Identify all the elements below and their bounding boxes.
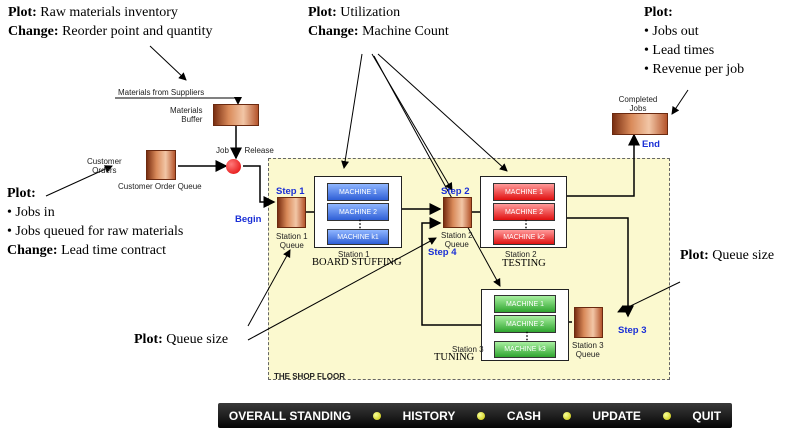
nav-overall-standing[interactable]: OVERALL STANDING xyxy=(228,408,352,423)
nav-separator-dot-icon xyxy=(372,411,381,420)
station3-machine: MACHINE 1 xyxy=(494,295,556,313)
station2-label: Station 2 xyxy=(505,250,537,259)
nav-quit[interactable]: QUIT xyxy=(692,408,722,423)
station3-box: MACHINE 1 MACHINE 2 ⋮ MACHINE k3 xyxy=(481,289,569,361)
station1-name: BOARD STUFFING xyxy=(312,257,402,268)
nav-cash[interactable]: CASH xyxy=(506,408,541,423)
station3-name: TUNING xyxy=(434,352,475,363)
step1-label: Step 1 xyxy=(276,186,305,197)
station2-queue-label: Station 2 Queue xyxy=(441,231,473,249)
job-release-dot xyxy=(226,159,241,174)
materials-buffer-label: Materials Buffer xyxy=(170,106,203,124)
nav-separator-dot-icon xyxy=(477,411,486,420)
note-jobs-in: Plot: • Jobs in • Jobs queued for raw ma… xyxy=(7,186,184,258)
station3-machine: MACHINE 2 xyxy=(494,315,556,333)
station2-name: TESTING xyxy=(502,258,546,269)
completed-jobs-label: Completed Jobs xyxy=(618,95,658,113)
step4-label: Step 4 xyxy=(428,247,457,258)
station1-machine: MACHINE k1 xyxy=(327,229,389,245)
station3-queue xyxy=(574,307,603,338)
note-raw-materials: Plot: Raw materials inventory Change: Re… xyxy=(8,5,213,39)
station2-machine: MACHINE k2 xyxy=(493,229,555,245)
end-label: End xyxy=(642,139,660,150)
begin-label: Begin xyxy=(235,214,262,225)
shop-floor-label: THE SHOP FLOOR xyxy=(274,372,345,381)
station2-queue xyxy=(443,197,472,228)
nav-separator-dot-icon xyxy=(662,411,671,420)
station1-machine: MACHINE 2 xyxy=(327,203,389,221)
station1-queue xyxy=(277,197,306,228)
station3-dots: ⋮ xyxy=(522,331,532,342)
station2-dots: ⋮ xyxy=(521,219,531,230)
station1-machine: MACHINE 1 xyxy=(327,183,389,201)
nav-history[interactable]: HISTORY xyxy=(402,408,456,423)
station1-dots: ⋮ xyxy=(355,219,365,230)
note-queue-size-right: Plot: Queue size xyxy=(680,248,775,263)
step3-label: Step 3 xyxy=(618,325,647,336)
customer-order-queue-label: Customer Order Queue xyxy=(118,182,202,191)
station1-queue-label: Station 1 Queue xyxy=(276,232,308,250)
station1-box: MACHINE 1 MACHINE 2 ⋮ MACHINE k1 xyxy=(314,176,402,248)
note-utilization: Plot: Utilization Change: Machine Count xyxy=(308,5,449,39)
materials-from-suppliers-label: Materials from Suppliers xyxy=(118,88,205,97)
customer-order-queue xyxy=(146,150,176,180)
station2-machine: MACHINE 1 xyxy=(493,183,555,201)
step2-label: Step 2 xyxy=(441,186,470,197)
nav-separator-dot-icon xyxy=(562,411,571,420)
bottom-nav-bar: OVERALL STANDING HISTORY CASH UPDATE QUI… xyxy=(218,403,732,428)
customer-orders-label: Customer Orders xyxy=(87,157,122,175)
station2-box: MACHINE 1 MACHINE 2 ⋮ MACHINE k2 xyxy=(480,176,567,248)
station3-label: Station 3 xyxy=(452,345,484,354)
materials-buffer xyxy=(213,104,259,126)
station2-machine: MACHINE 2 xyxy=(493,203,555,221)
note-jobs-out: Plot: • Jobs out • Lead times • Revenue … xyxy=(644,5,745,77)
note-queue-size-left: Plot: Queue size xyxy=(134,332,229,347)
job-release-label: Job Release xyxy=(216,146,274,155)
completed-jobs-buffer xyxy=(612,113,668,135)
station3-queue-label: Station 3 Queue xyxy=(572,341,604,359)
nav-update[interactable]: UPDATE xyxy=(592,408,641,423)
station3-machine: MACHINE k3 xyxy=(494,341,556,358)
station1-label: Station 1 xyxy=(338,250,370,259)
